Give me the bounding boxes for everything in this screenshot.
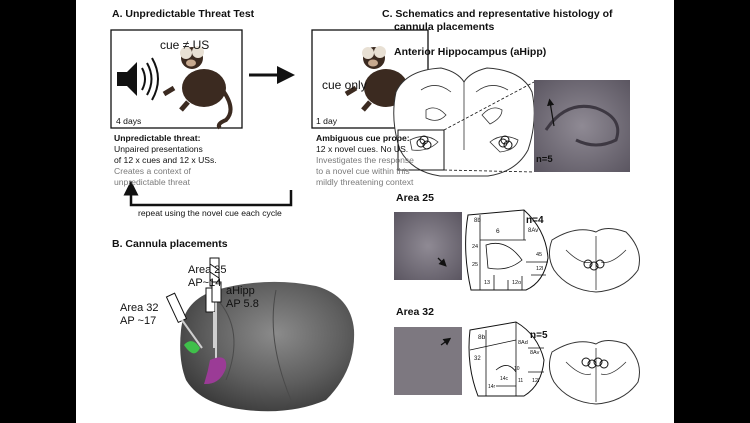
- area32-ap: AP ~17: [120, 315, 157, 327]
- atlas-label: 12l: [532, 378, 540, 384]
- zoom-box: [397, 129, 445, 171]
- histology-arrow: [547, 98, 555, 127]
- area25-ap: AP~14: [188, 277, 222, 289]
- atlas-label: 10: [514, 366, 520, 372]
- area32-name: Area 32: [120, 302, 159, 314]
- marmoset-icon: [162, 46, 233, 130]
- panel-c-title-1: C. Schematics and representative histolo…: [382, 8, 613, 20]
- zoom-lines: [443, 81, 535, 173]
- area25-subtitle: Area 25: [396, 192, 434, 204]
- col1-line: Creates a context of: [114, 166, 191, 176]
- atlas-label: 6: [496, 228, 500, 235]
- cue-only-label: cue only: [322, 78, 367, 92]
- brain-render: [180, 281, 355, 412]
- unpredictable-threat-heading: Unpredictable threat:: [114, 133, 201, 143]
- panel-c-title-2: cannula placements: [394, 21, 495, 33]
- repeat-loop-label: repeat using the novel cue each cycle: [138, 208, 282, 218]
- atlas-label: 8b: [474, 218, 481, 224]
- col2-line: mildly threatening context: [316, 177, 414, 187]
- col1-line: Unpaired presentations: [114, 144, 203, 154]
- area32-n: n=5: [530, 330, 548, 341]
- col2-line: to a novel cue within this: [316, 166, 410, 176]
- atlas-label: 24: [472, 244, 479, 250]
- col2-line: Investigates the response: [316, 155, 414, 165]
- area32-atlas: [468, 321, 545, 397]
- ahipp-n: n=5: [536, 154, 553, 165]
- atlas-label: 32: [474, 356, 481, 362]
- ambiguous-cue-heading: Ambiguous cue probe:: [316, 133, 410, 143]
- atlas-label: 25: [472, 262, 479, 268]
- histology-arrow: [440, 337, 452, 346]
- area25-target: [184, 341, 200, 354]
- panel-b-title: B. Cannula placements: [112, 238, 228, 250]
- atlas-label: 11: [518, 378, 524, 384]
- speaker-icon: [117, 57, 159, 101]
- box1-duration: 4 days: [116, 116, 142, 126]
- coronal-schematic-area25: [548, 228, 640, 293]
- ahipp-subtitle: Anterior Hippocampus (aHipp): [394, 46, 547, 58]
- ahipp-ap: AP 5.8: [226, 298, 259, 310]
- coronal-schematic-area32: [548, 340, 640, 405]
- area25-name: Area 25: [188, 264, 227, 276]
- panel-a-title: A. Unpredictable Threat Test: [112, 8, 255, 20]
- atlas-label: 8Av: [530, 350, 540, 356]
- ahipp-name: aHipp: [226, 285, 255, 297]
- atlas-label: 12o: [512, 280, 522, 286]
- area25-n: n=4: [526, 215, 544, 226]
- figure-graphics: [110, 29, 640, 412]
- col1-line: of 12 x cues and 12 x USs.: [114, 155, 217, 165]
- box2-duration: 1 day: [316, 116, 338, 126]
- figure-canvas: A. Unpredictable Threat Test cue ≠ US 4 …: [76, 0, 674, 423]
- atlas-label: 14c: [500, 376, 509, 382]
- histology-area25: [394, 212, 462, 280]
- coronal-schematic-ahipp: [393, 67, 535, 177]
- atlas-label: 13: [484, 280, 491, 286]
- area32-subtitle: Area 32: [396, 306, 434, 318]
- histology-arrow: [437, 257, 447, 267]
- atlas-label: 8b: [478, 334, 486, 341]
- repeat-loop-arrow: [123, 180, 293, 207]
- atlas-label: 14r: [488, 384, 496, 390]
- col1-line: unpredictable threat: [114, 177, 190, 187]
- histology-area32: [394, 327, 462, 395]
- atlas-label: 8Ad: [518, 340, 528, 346]
- area25-atlas: [465, 209, 549, 291]
- ahipp-cannula-body: [211, 281, 222, 303]
- ahipp-target: [204, 357, 227, 385]
- col2-line: 12 x novel cues. No US.: [316, 144, 409, 154]
- cue-us-label: cue ≠ US: [160, 38, 210, 52]
- cannula-area32: [165, 292, 203, 349]
- atlas-label: 45: [536, 252, 543, 258]
- atlas-label: 8Av: [528, 228, 539, 234]
- atlas-label: 12l: [536, 266, 544, 272]
